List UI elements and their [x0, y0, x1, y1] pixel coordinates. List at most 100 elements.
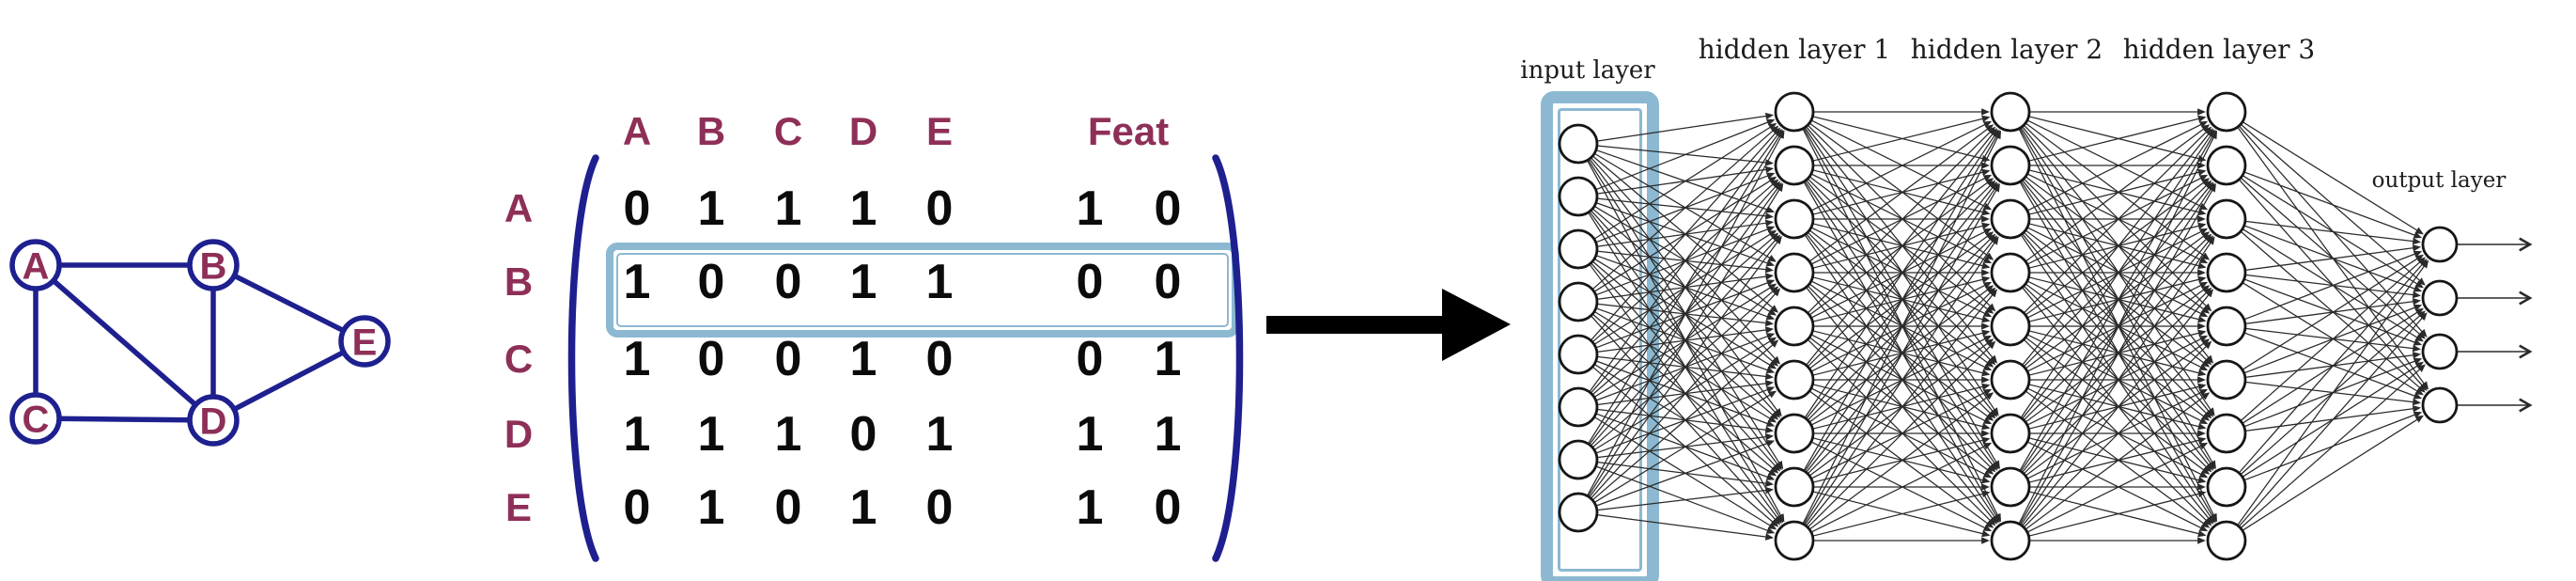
matrix-cell-E-C: 0	[774, 480, 802, 535]
nn-node-layer3-8	[2206, 466, 2247, 508]
matrix-col-header-D: D	[848, 109, 878, 153]
graph-node-A	[9, 239, 62, 291]
nn-node-layer3-2	[2206, 145, 2247, 186]
nn-connection	[1807, 285, 1996, 473]
nn-connection	[1806, 289, 1998, 526]
nn-connection	[2026, 387, 2209, 479]
nn-connection	[1810, 441, 1993, 532]
nn-node-layer3-6	[2206, 359, 2247, 400]
nn-connection	[2026, 441, 2209, 532]
nn-node-layer1-3	[1774, 198, 1815, 240]
matrix-row-label-D: D	[504, 412, 534, 456]
nn-node-layer2-4	[1990, 252, 2031, 293]
nn-connection	[1802, 130, 2002, 525]
nn-connection	[2023, 340, 2212, 528]
nn-connection	[2028, 169, 2207, 216]
matrix-feat-cell-B-1: 0	[1076, 255, 1104, 309]
nn-connection	[1812, 330, 1991, 377]
nn-connection	[2240, 364, 2426, 529]
nn-connection	[1808, 337, 1994, 475]
nn-connection	[2022, 128, 2214, 366]
nn-connection	[2028, 329, 2207, 376]
graph-node-D	[187, 394, 240, 447]
nn-connection	[1812, 436, 1991, 483]
nn-connection	[1810, 442, 1993, 533]
nn-connection	[2028, 116, 2207, 163]
matrix-cell-D-C: 1	[774, 407, 802, 462]
nn-connection	[2238, 312, 2428, 527]
matrix-feat-cell-E-1: 1	[1076, 480, 1104, 535]
nn-connection	[2020, 236, 2215, 526]
nn-node-layer2-5	[1990, 306, 2031, 347]
nn-node-layer1-1	[1774, 91, 1815, 133]
nn-node-layer1-4	[1774, 252, 1815, 293]
nn-connection	[1812, 329, 1991, 376]
nn-connection	[1589, 128, 1782, 393]
nn-connection	[1591, 125, 1779, 290]
nn-connection	[2022, 289, 2214, 526]
matrix-feat-cell-C-2: 1	[1154, 332, 1182, 386]
nn-connection	[2019, 183, 2216, 525]
nn-connection	[2025, 122, 2211, 260]
nn-connection	[2028, 490, 2207, 537]
nn-connection	[1807, 178, 1996, 366]
matrix-feat-cell-D-2: 1	[1154, 407, 1182, 462]
nn-connection	[2026, 174, 2209, 265]
nn-connection	[1812, 491, 1991, 538]
nn-connection	[1810, 388, 1993, 479]
nn-connection	[2026, 335, 2209, 426]
nn-connection	[1586, 130, 1785, 496]
nn-connection	[2028, 222, 2207, 269]
nn-connection	[1810, 119, 1993, 211]
nn-connection	[2023, 126, 2212, 314]
nn-node-layer1-7	[1774, 413, 1815, 454]
nn-node-layer0-3	[1558, 228, 1599, 270]
matrix-cell-B-D: 1	[849, 255, 877, 309]
nn-connection	[2026, 334, 2209, 425]
hidden-layer-1-label: hidden layer 1	[1698, 34, 1891, 65]
nn-connection	[2028, 168, 2207, 215]
nn-connection	[1593, 122, 1777, 240]
nn-node-layer0-8	[1558, 492, 1599, 533]
matrix-cell-D-D: 0	[849, 407, 877, 462]
nn-connection	[1596, 486, 1775, 511]
nn-connection	[1812, 384, 1991, 431]
nn-connection	[1810, 280, 1993, 371]
nn-connection	[2020, 129, 2215, 418]
nn-connection	[1591, 339, 1779, 501]
nn-connection	[1804, 236, 1999, 526]
nn-connection	[1812, 276, 1991, 323]
nn-connection	[1807, 338, 1996, 526]
graph-node-E	[338, 315, 391, 368]
nn-connection	[1808, 124, 1994, 262]
matrix-left-bracket	[567, 154, 599, 562]
matrix-feat-cell-E-2: 0	[1154, 480, 1182, 535]
nn-node-layer1-9	[1774, 520, 1815, 561]
nn-node-layer3-3	[2206, 198, 2247, 240]
hidden-layer-3-label: hidden layer 3	[2122, 34, 2316, 65]
nn-connection	[2025, 283, 2211, 421]
matrix-feat-cell-B-2: 0	[1154, 255, 1182, 309]
nn-connection	[1812, 169, 1991, 216]
matrix-cell-B-A: 1	[623, 255, 651, 309]
matrix-row-label-C: C	[504, 337, 534, 381]
nn-connection	[1806, 128, 1998, 366]
nn-node-layer0-1	[1558, 123, 1599, 165]
matrix-cell-B-B: 0	[697, 255, 725, 309]
nn-node-layer2-6	[1990, 359, 2031, 400]
nn-connection	[1590, 288, 1781, 499]
nn-node-layer3-5	[2206, 306, 2247, 347]
nn-connection	[1589, 235, 1782, 498]
nn-connection	[1808, 390, 1994, 528]
matrix-cell-A-A: 0	[623, 181, 651, 236]
input-layer-label: input layer	[1520, 56, 1655, 85]
nn-node-layer3-4	[2206, 252, 2247, 293]
nn-connection	[2028, 115, 2207, 162]
nn-connection	[1590, 127, 1781, 341]
matrix-cell-C-D: 1	[849, 332, 877, 386]
nn-node-layer3-1	[2206, 91, 2247, 133]
nn-connection	[1812, 275, 1991, 322]
